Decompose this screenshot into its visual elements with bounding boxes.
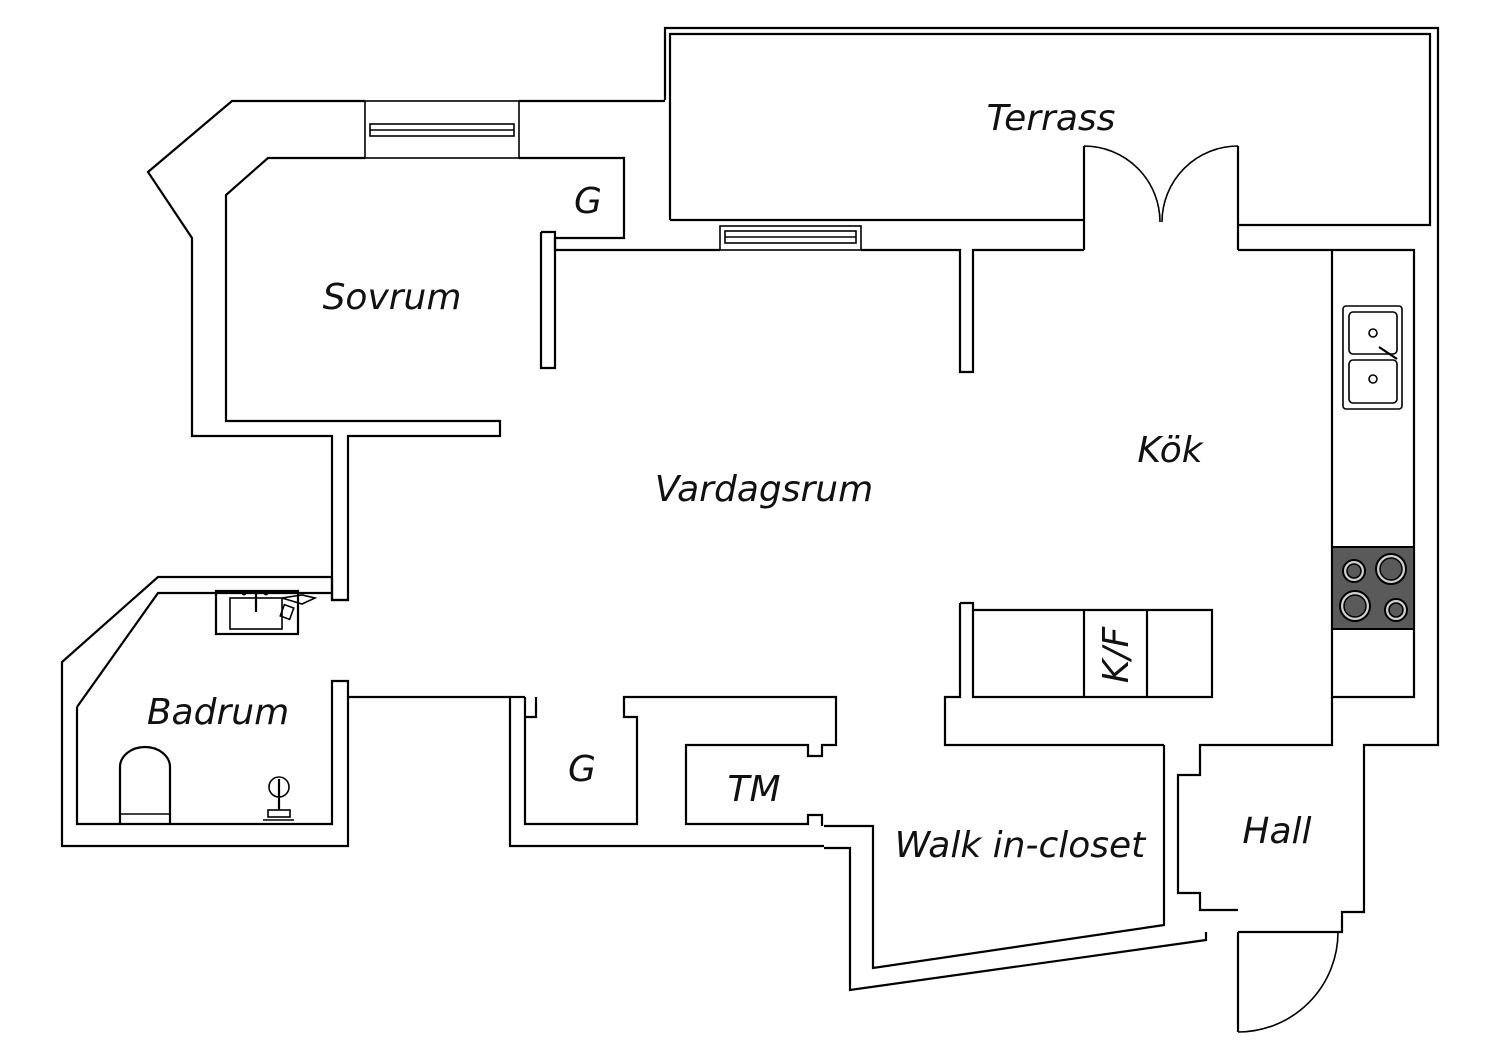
- label-hall: Hall: [1242, 811, 1311, 852]
- label-sovrum: Sovrum: [323, 277, 462, 318]
- kitchen-sink: [1342, 305, 1403, 410]
- toilet: [118, 745, 172, 824]
- label-terrass: Terrass: [987, 98, 1116, 139]
- label-badrum: Badrum: [147, 692, 289, 733]
- inner-walls: [60, 575, 838, 848]
- label-kok: Kök: [1137, 430, 1204, 471]
- window-vardagsrum: [719, 225, 862, 251]
- window-sovrum: [364, 100, 520, 159]
- label-g-bottom: G: [568, 749, 596, 790]
- terrace-outline: [663, 26, 1440, 227]
- label-vardagsrum: Vardagsrum: [655, 469, 873, 510]
- terrace-double-door: [1082, 145, 1240, 250]
- entrance-door[interactable]: [1236, 931, 1339, 1033]
- label-kf: K/F: [1096, 625, 1137, 683]
- shower-fixture: [263, 776, 294, 821]
- label-g-top: G: [574, 181, 602, 222]
- stove: [1331, 546, 1415, 630]
- bathroom-sink: [214, 589, 318, 636]
- outer-walls: [146, 99, 1440, 992]
- label-tm: TM: [727, 769, 780, 810]
- label-walk-in-closet: Walk in-closet: [895, 825, 1148, 866]
